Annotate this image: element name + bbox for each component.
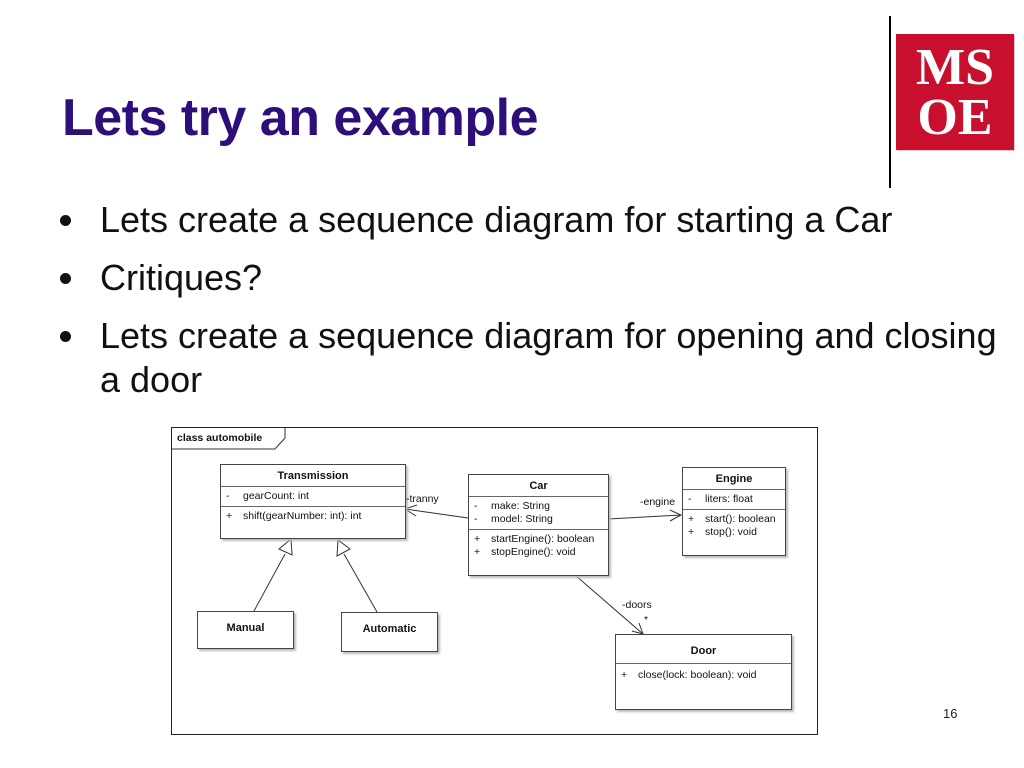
bullet-dot-icon [60,273,71,284]
class-engine: Engine - liters: float + start(): boolean … [682,467,786,556]
operation-text: start(): boolean [705,513,776,525]
operation-text: shift(gearNumber: int): int [243,510,362,522]
visibility: + [474,546,481,558]
operations-section: + start(): boolean + stop(): void [683,509,785,542]
logo-text-line2: OE [917,89,993,146]
attributes-section: - gearCount: int [221,486,405,506]
diagram-connectors [172,428,683,635]
attribute-row: - model: String [469,513,608,526]
bullet-text: Lets create a sequence diagram for openi… [100,315,997,400]
association-engine-label: -engine [640,496,676,508]
bullet-text: Lets create a sequence diagram for start… [100,199,893,240]
visibility: + [621,669,628,681]
visibility: + [688,526,695,538]
association-engine-arrow-icon [669,509,683,522]
frame-tab [172,428,286,450]
association-doors-multiplicity: * [644,614,649,626]
operations-section: + close(lock: boolean): void [616,663,791,685]
operation-row: + close(lock: boolean): void [616,669,791,682]
association-doors-line [574,574,644,635]
header-divider [889,16,891,188]
operation-row: + stopEngine(): void [469,546,608,559]
operation-row: + startEngine(): boolean [469,533,608,546]
bullet-dot-icon [60,331,71,342]
operation-text: close(lock: boolean): void [638,669,757,681]
slide-title: Lets try an example [62,89,539,147]
visibility: - [474,513,478,525]
operations-section: + shift(gearNumber: int): int [221,506,405,526]
operation-text: startEngine(): boolean [491,533,595,545]
association-tranny-line [404,508,469,519]
class-name: Automatic [362,623,417,635]
attribute-text: liters: float [705,493,753,505]
generalization-automatic-line [343,553,378,613]
visibility: + [474,533,481,545]
visibility: + [688,513,695,525]
visibility: - [474,500,478,512]
generalization-manual-arrowhead-icon [278,537,293,556]
association-doors-label: -doors [622,599,652,611]
association-tranny-label: -tranny [406,493,439,505]
class-name: Car [529,480,548,492]
class-transmission: Transmission - gearCount: int + shift(gear… [220,464,406,539]
bullet-text: Critiques? [100,257,263,298]
operation-row: + start(): boolean [683,513,785,526]
class-name: Engine [715,473,753,485]
frame-label: class automobile [177,432,263,444]
class-manual: Manual [197,611,294,649]
page-number: 16 [943,706,958,721]
class-automatic: Automatic [341,612,438,652]
attribute-row: - gearCount: int [221,490,405,503]
operation-text: stop(): void [705,526,757,538]
operations-section: + startEngine(): boolean + stopEngine(): v… [469,529,608,562]
operation-text: stopEngine(): void [491,546,576,558]
class-name: Manual [226,622,265,634]
visibility: - [226,490,230,502]
attribute-row: - liters: float [683,493,785,506]
class-door: Door + close(lock: boolean): void [615,634,792,710]
bullet-item: Lets create a sequence diagram for openi… [60,314,1000,402]
bullet-list: Lets create a sequence diagram for start… [60,198,1000,416]
class-car: Car - make: String - model: String + startE… [468,474,609,576]
association-engine-line [607,514,682,520]
attribute-text: model: String [491,513,553,525]
bullet-dot-icon [60,215,71,226]
class-name: Transmission [277,470,349,482]
class-diagram: class automobile Transmission - gearCount… [171,427,818,735]
generalization-manual-line [253,553,286,612]
logo-text-line1: MS [916,39,994,96]
attributes-section: - make: String - model: String [469,496,608,529]
operation-row: + stop(): void [683,526,785,539]
generalization-automatic-arrowhead-icon [336,539,351,557]
bullet-item: Lets create a sequence diagram for start… [60,198,1000,242]
class-name: Door [690,645,717,657]
attributes-section: - liters: float [683,489,785,509]
visibility: + [226,510,233,522]
msoe-logo: MS OE [896,34,1014,150]
attribute-text: gearCount: int [243,490,309,502]
visibility: - [688,493,692,505]
bullet-item: Critiques? [60,256,1000,300]
operation-row: + shift(gearNumber: int): int [221,510,405,523]
attribute-row: - make: String [469,500,608,513]
attribute-text: make: String [491,500,550,512]
